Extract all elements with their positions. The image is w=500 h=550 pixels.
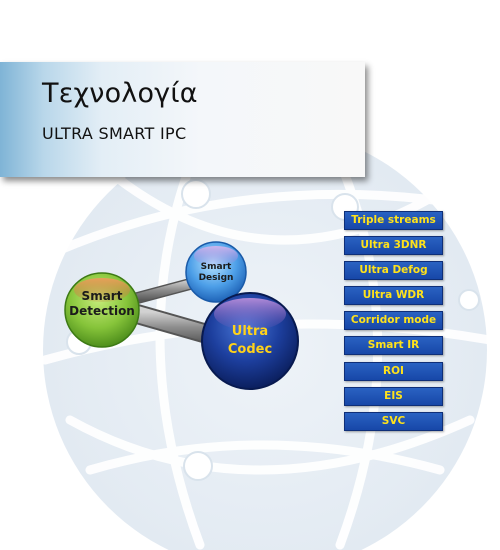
- feature-corridor-mode: Corridor mode: [344, 311, 443, 331]
- smart-detection-line1: Smart: [81, 289, 123, 303]
- smart-detection-line2: Detection: [69, 304, 135, 318]
- smart-detection-label: Smart Detection: [62, 289, 142, 319]
- smart-design-line1: Smart: [200, 262, 232, 272]
- smart-design-node: [185, 241, 247, 303]
- feature-triple-streams: Triple streams: [344, 211, 443, 230]
- feature-ultra-wdr: Ultra WDR: [344, 286, 443, 306]
- feature-smart-ir: Smart IR: [344, 336, 443, 356]
- ultra-codec-line1: Ultra: [231, 324, 269, 339]
- feature-svc: SVC: [344, 411, 443, 431]
- page-subtitle: ULTRA SMART IPC: [42, 124, 187, 143]
- feature-roi: ROI: [344, 361, 443, 381]
- ultra-codec-line2: Codec: [227, 341, 273, 357]
- header-banner: [0, 62, 365, 177]
- feature-ultra-defog: Ultra Defog: [344, 261, 443, 281]
- smart-detection-node: [64, 272, 140, 348]
- smart-design-line2: Design: [198, 273, 234, 284]
- ultra-codec-node: [201, 292, 299, 390]
- feature-list: Triple streams Ultra 3DNR Ultra Defog Ul…: [344, 211, 443, 437]
- smart-design-label: Smart Design: [191, 262, 241, 285]
- feature-ultra-3dnr: Ultra 3DNR: [344, 236, 443, 256]
- feature-eis: EIS: [344, 386, 443, 406]
- ultra-codec-label: Ultra Codec: [215, 323, 285, 358]
- page-title: Τεχνολογία: [42, 78, 198, 109]
